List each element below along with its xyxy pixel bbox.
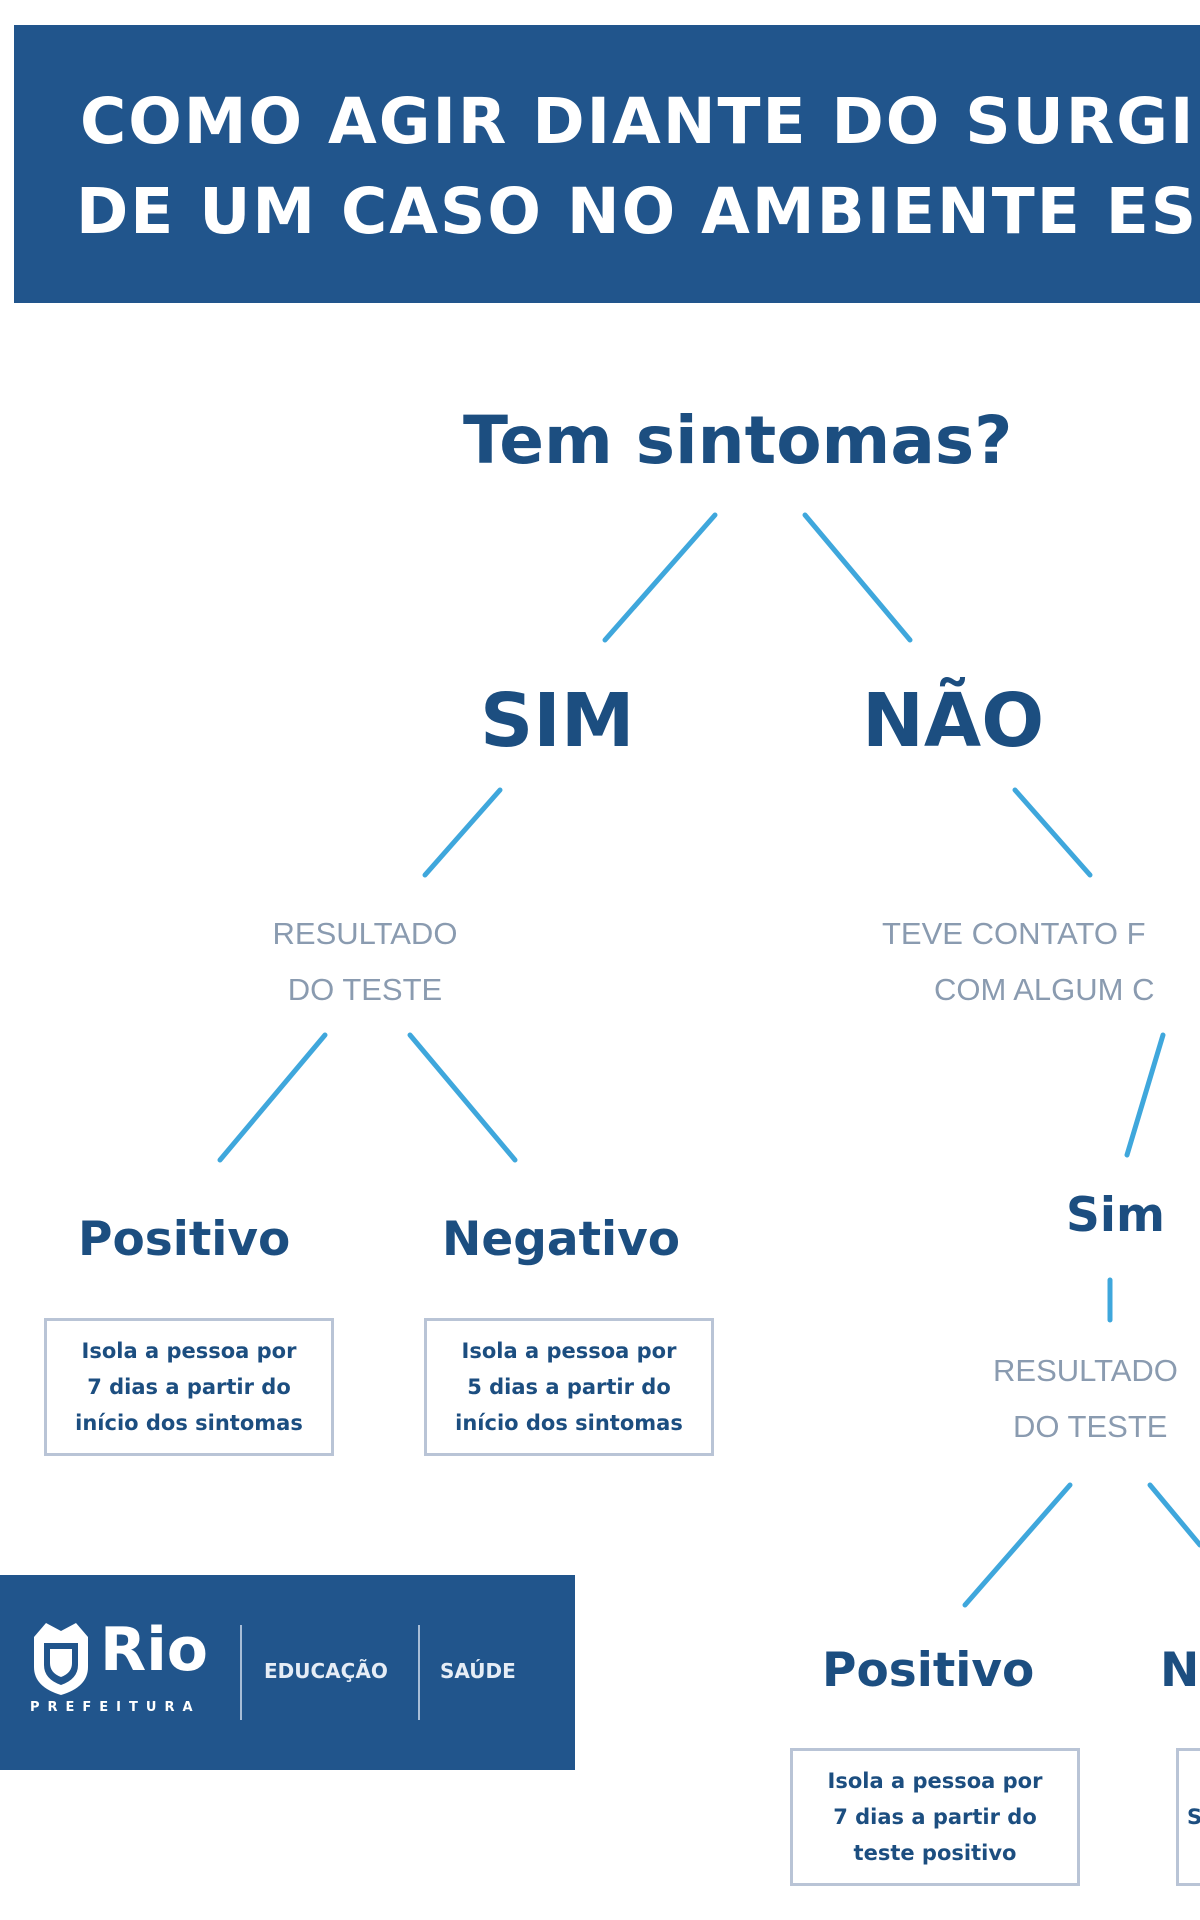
header-title-line-1: COMO AGIR DIANTE DO SURGIM	[80, 85, 1200, 158]
right-positive-note-box: Isola a pessoa por 7 dias a partir do te…	[790, 1748, 1080, 1886]
left-negative-note-box: Isola a pessoa por 5 dias a partir do in…	[424, 1318, 714, 1456]
note-line: 7 dias a partir do	[833, 1805, 1037, 1829]
right-negative-note-box-cut: S	[1176, 1748, 1200, 1886]
logo-divider	[240, 1625, 242, 1720]
right-test-label-line-1: RESULTADO	[993, 1353, 1178, 1388]
note-line: Isola a pessoa por	[461, 1339, 677, 1363]
logo-dept-educacao: EDUCAÇÃO	[264, 1659, 388, 1683]
rio-crest-icon	[34, 1623, 88, 1695]
header-title-line-2: DE UM CASO NO AMBIENTE ESCO	[76, 175, 1200, 248]
right-test-label-line-2: DO TESTE	[1013, 1409, 1168, 1444]
connector-right-positive	[962, 1482, 1073, 1608]
root-question: Tem sintomas?	[463, 402, 1013, 479]
left-test-label-line-1: RESULTADO	[272, 916, 458, 951]
note-line: 7 dias a partir do	[87, 1375, 291, 1399]
connector-root-nao	[802, 512, 913, 643]
note-line: teste positivo	[853, 1841, 1017, 1865]
connector-root-sim	[602, 512, 718, 643]
left-negative-label: Negativo	[442, 1212, 681, 1267]
answer-nao: NÃO	[862, 678, 1045, 764]
contact-question-label: TEVE CONTATO F COM ALGUM C	[882, 906, 1200, 1018]
logo-subtitle: PREFEITURA	[30, 1700, 201, 1715]
contact-label-line-1: TEVE CONTATO F	[882, 916, 1146, 951]
connector-right-negative	[1147, 1482, 1200, 1548]
connector-left-positive	[217, 1032, 328, 1163]
left-positive-note-box: Isola a pessoa por 7 dias a partir do in…	[44, 1318, 334, 1456]
note-line: início dos sintomas	[455, 1411, 683, 1435]
connector-contact-sim	[1124, 1032, 1166, 1158]
contact-label-line-2: COM ALGUM C	[934, 972, 1155, 1007]
header-banner: COMO AGIR DIANTE DO SURGIM DE UM CASO NO…	[14, 25, 1200, 303]
right-negative-label-cut: N	[1160, 1643, 1200, 1698]
right-test-label: RESULTADO DO TESTE	[993, 1343, 1200, 1455]
logo-dept-saude: SAÚDE	[440, 1659, 516, 1683]
connector-sim-test	[422, 787, 503, 878]
left-positive-label: Positivo	[78, 1212, 291, 1267]
right-sim-label: Sim	[1066, 1188, 1165, 1243]
note-line: Isola a pessoa por	[827, 1769, 1043, 1793]
left-test-label: RESULTADO DO TESTE	[240, 906, 490, 1018]
connector-nao-contact	[1012, 787, 1093, 878]
logo-panel: Rio PREFEITURA EDUCAÇÃO SAÚDE	[0, 1575, 575, 1770]
note-line: S	[1187, 1805, 1200, 1829]
note-line: início dos sintomas	[75, 1411, 303, 1435]
logo-divider	[418, 1625, 420, 1720]
note-line: 5 dias a partir do	[467, 1375, 671, 1399]
note-line: Isola a pessoa por	[81, 1339, 297, 1363]
answer-sim: SIM	[480, 678, 635, 764]
connector-left-negative	[407, 1032, 518, 1163]
logo-name: Rio	[100, 1615, 208, 1685]
left-test-label-line-2: DO TESTE	[287, 972, 443, 1007]
right-positive-label: Positivo	[822, 1643, 1035, 1698]
